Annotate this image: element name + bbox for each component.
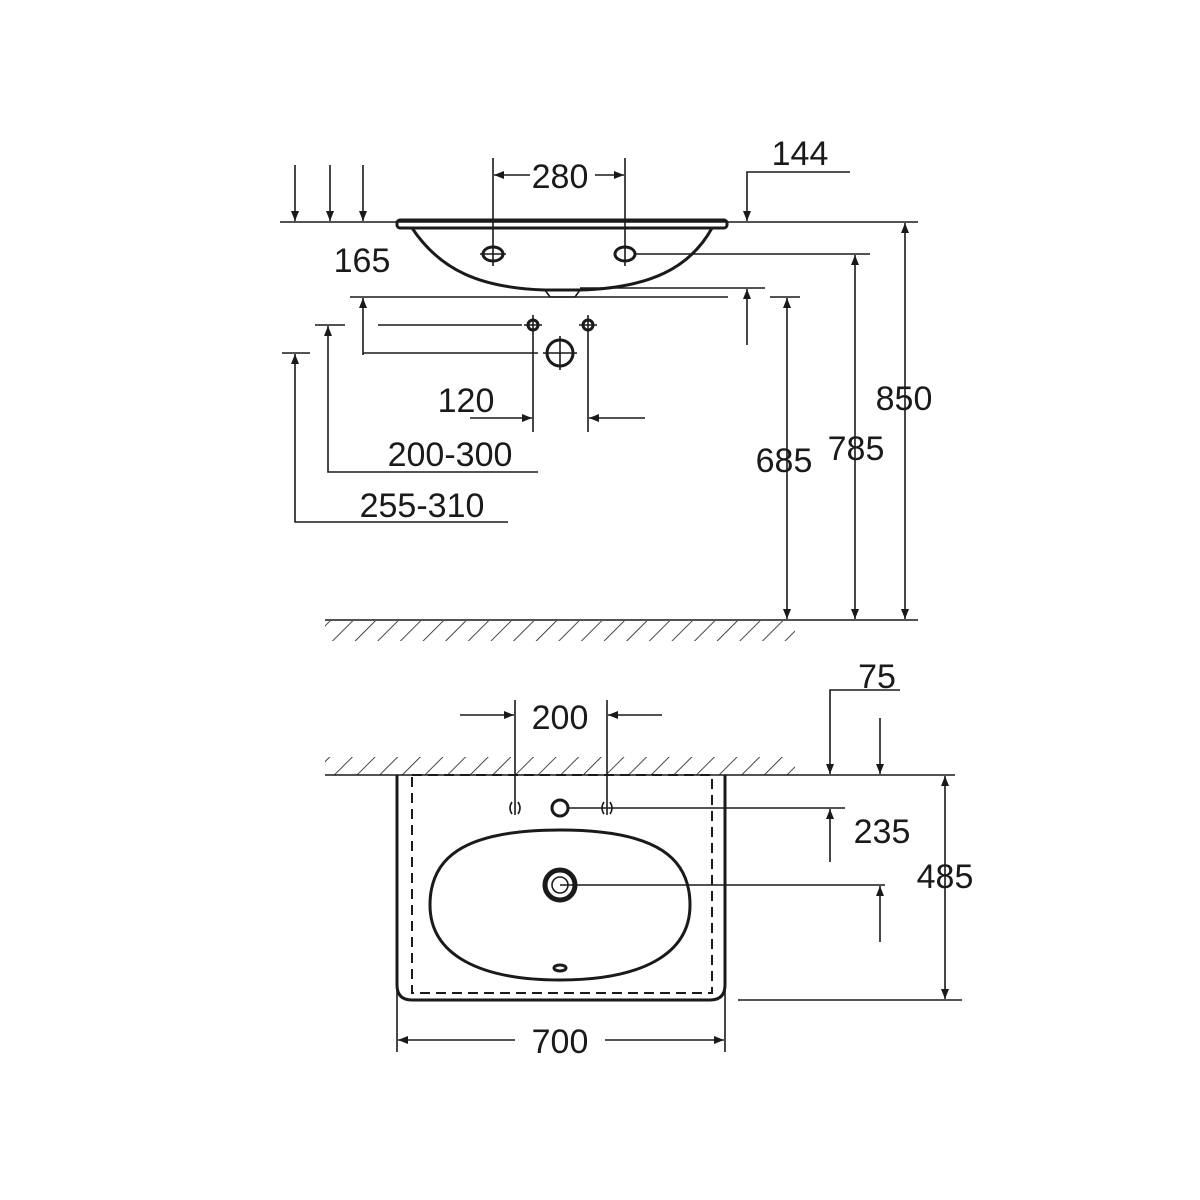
dim-depth: 485: [917, 858, 974, 896]
cabinet-outline-dashed: [411, 774, 713, 994]
dim-tap-spacing: 200: [532, 699, 589, 737]
dim-hole-spacing: 280: [532, 158, 589, 196]
tap-hole: [550, 798, 570, 818]
dim-bowl-depth: 165: [334, 242, 391, 280]
wall-hatch: [325, 757, 795, 775]
dim-supply-spacing: 120: [438, 382, 495, 420]
dim-tap-from-wall: 235: [854, 813, 911, 851]
dim-drain-height: 255-310: [360, 487, 485, 525]
overflow: [552, 963, 568, 973]
dim-supply-height: 200-300: [388, 436, 513, 474]
dim-hole-height: 785: [828, 430, 885, 468]
top-view: 75 200 235 485 700: [325, 658, 973, 1061]
side-view: 280 144 165 120 200-300 2: [280, 135, 932, 641]
dim-wall-offset: 75: [858, 658, 896, 696]
dim-rim-to-edge: 144: [772, 135, 829, 173]
basin-side-profile: [395, 218, 729, 298]
dim-rim-height: 850: [876, 380, 933, 418]
dim-width: 700: [532, 1023, 589, 1061]
basin-outline: [395, 775, 727, 1002]
floor-hatch: [325, 621, 795, 641]
bowl-outline: [428, 828, 692, 982]
dim-bottom-height: 685: [756, 442, 813, 480]
optional-hole-left: [509, 801, 521, 815]
